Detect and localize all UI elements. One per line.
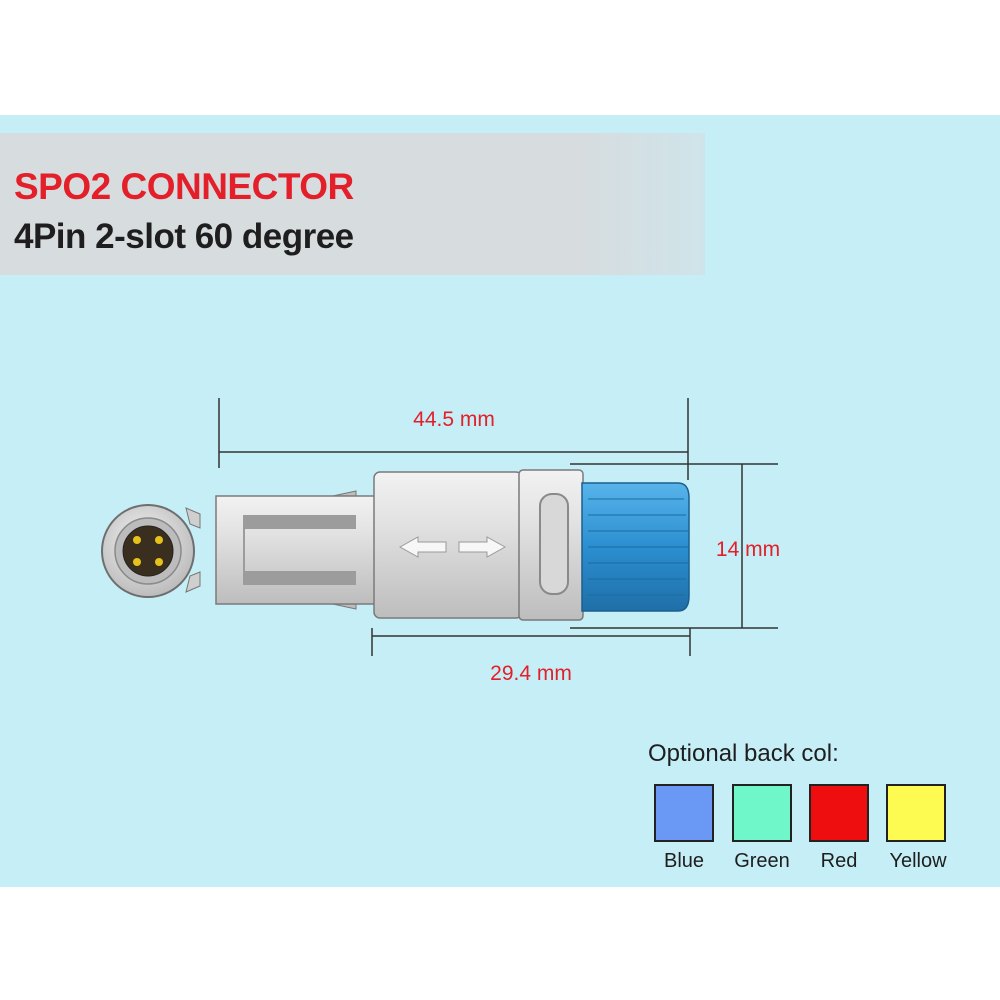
swatch-yellow [886, 784, 946, 842]
title-banner [0, 133, 705, 275]
dimension-diameter [570, 463, 778, 629]
legend-title: Optional back col: [648, 740, 839, 767]
pin-3 [133, 558, 141, 566]
swatch-blue [654, 784, 714, 842]
swatch-green [732, 784, 792, 842]
swatch-label-blue: Blue [663, 850, 705, 872]
swatch-red [809, 784, 869, 842]
pin-2 [155, 536, 163, 544]
pin-1 [133, 536, 141, 544]
push-pull-arrows-icon [398, 536, 507, 558]
swatch-label-green: Green [734, 850, 790, 872]
connector-sleeve [215, 490, 381, 610]
overall-length-label: 44.5 mm [413, 408, 495, 431]
dimension-overall-length [218, 398, 689, 480]
swatch-label-yellow: Yellow [889, 850, 947, 872]
page-title: SPO2 CONNECTOR [14, 166, 354, 207]
dimension-body-length [371, 628, 691, 656]
connector-end-view [101, 504, 201, 598]
page-subtitle: 4Pin 2-slot 60 degree [14, 217, 354, 256]
connector-back-cap [581, 482, 690, 612]
swatch-label-red: Red [820, 850, 858, 872]
body-length-label: 29.4 mm [490, 662, 572, 685]
pin-4 [155, 558, 163, 566]
connector-body [373, 471, 523, 619]
diameter-label: 14 mm [716, 538, 780, 561]
connector-collar [518, 469, 584, 621]
